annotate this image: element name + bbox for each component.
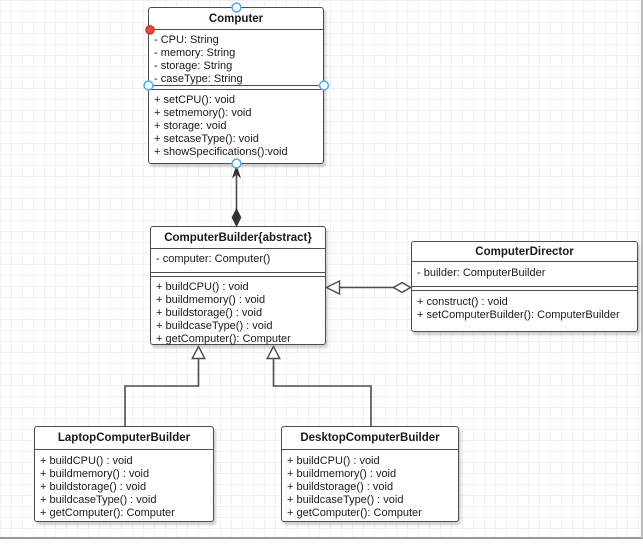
class-laptop-computer-builder-title: LaptopComputerBuilder <box>35 427 213 450</box>
attribute-row: - computer: Computer() <box>156 253 271 265</box>
hollow-triangle-icon <box>191 344 206 360</box>
attribute-row: - builder: ComputerBuilder <box>417 267 546 279</box>
edge-generalization-laptop[interactable] <box>124 344 206 427</box>
attribute-row: - storage: String <box>154 60 233 72</box>
method-row: + getComputer(): Computer <box>40 507 175 519</box>
method-row: + setComputerBuilder(): ComputerBuilder <box>417 308 620 321</box>
class-laptop-computer-builder-methods: + buildCPU() : void + buildmemory() : vo… <box>35 450 213 521</box>
edge-director-builder[interactable] <box>324 279 412 296</box>
edge-generalization-desktop[interactable] <box>266 344 372 427</box>
class-computer-director[interactable]: ComputerDirector - builder: ComputerBuil… <box>411 241 638 332</box>
class-laptop-computer-builder[interactable]: LaptopComputerBuilder + buildCPU() : voi… <box>34 426 214 522</box>
method-row: + getComputer(): Computer <box>156 332 291 345</box>
method-row: + buildmemory() : void <box>40 468 150 480</box>
hollow-triangle-icon <box>324 279 341 296</box>
method-row: + getComputer(): Computer <box>287 507 422 519</box>
attribute-row: - memory: String <box>154 47 236 59</box>
class-computer-builder[interactable]: ComputerBuilder{abstract} - computer: Co… <box>150 226 326 345</box>
class-computer[interactable]: Computer - CPU: String - memory: String … <box>148 7 324 164</box>
class-computer-director-methods: + construct() : void + setComputerBuilde… <box>412 289 637 332</box>
method-row: + buildcaseType() : void <box>287 494 404 506</box>
attribute-row: - CPU: String <box>154 34 219 46</box>
hollow-triangle-icon <box>266 344 281 360</box>
class-computer-title: Computer <box>149 8 323 30</box>
method-row: + setcaseType(): void <box>154 132 259 145</box>
class-computer-builder-attributes: - computer: Computer() <box>151 249 325 273</box>
method-row: + buildstorage() : void <box>156 306 263 319</box>
class-computer-director-title: ComputerDirector <box>412 242 637 262</box>
edge-composition-builder-computer[interactable] <box>231 164 242 228</box>
class-computer-builder-title: ComputerBuilder{abstract} <box>151 227 325 249</box>
class-computer-director-attributes: - builder: ComputerBuilder <box>412 262 637 287</box>
method-row: + buildCPU() : void <box>287 455 380 467</box>
class-computer-methods: + setCPU(): void + setmemory(): void + s… <box>149 88 323 164</box>
method-row: + buildcaseType() : void <box>156 319 273 332</box>
class-computer-attributes: - CPU: String - memory: String - storage… <box>149 30 323 86</box>
class-desktop-computer-builder-title: DesktopComputerBuilder <box>282 427 458 450</box>
method-row: + buildCPU() : void <box>156 280 249 293</box>
canvas-bottom-edge <box>0 537 643 539</box>
canvas-outside-area <box>0 538 643 544</box>
method-row: + showSpecifications():void <box>154 145 288 158</box>
method-row: + buildCPU() : void <box>40 455 133 467</box>
method-row: + construct() : void <box>417 295 508 308</box>
method-row: + buildmemory() : void <box>156 293 266 306</box>
class-computer-builder-methods: + buildCPU() : void + buildmemory() : vo… <box>151 275 325 346</box>
method-row: + buildstorage() : void <box>40 481 147 493</box>
class-desktop-computer-builder[interactable]: DesktopComputerBuilder + buildCPU() : vo… <box>281 426 459 522</box>
method-row: + storage: void <box>154 119 227 132</box>
method-row: + buildmemory() : void <box>287 468 397 480</box>
open-arrowhead-icon <box>232 164 241 179</box>
method-row: + buildcaseType() : void <box>40 494 157 506</box>
attribute-row: - caseType: String <box>154 73 243 85</box>
method-row: + buildstorage() : void <box>287 481 394 493</box>
class-desktop-computer-builder-methods: + buildCPU() : void + buildmemory() : vo… <box>282 450 458 521</box>
method-row: + setmemory(): void <box>154 106 252 119</box>
filled-diamond-icon <box>231 207 242 228</box>
hollow-diamond-icon <box>392 281 412 294</box>
method-row: + setCPU(): void <box>154 93 235 106</box>
canvas-right-edge <box>641 0 643 538</box>
